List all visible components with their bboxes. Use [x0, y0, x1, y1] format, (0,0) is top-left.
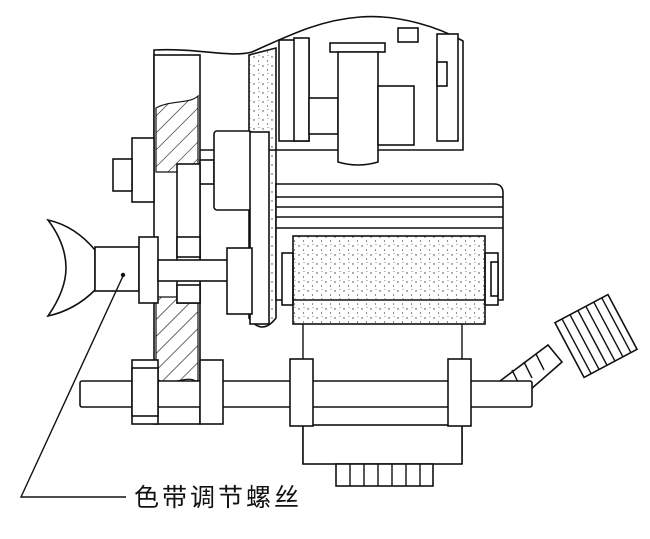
adjust-knob — [498, 293, 639, 391]
lower-housing — [302, 324, 463, 487]
callout-leader-line — [19, 275, 126, 498]
upper-mechanism — [153, 15, 464, 166]
ribbon-adjustment-screw — [46, 218, 253, 318]
pulley — [176, 130, 270, 325]
callout-label: 色带调节螺丝 — [134, 483, 303, 512]
ink-roller — [281, 235, 499, 325]
bottom-rod — [79, 358, 533, 427]
